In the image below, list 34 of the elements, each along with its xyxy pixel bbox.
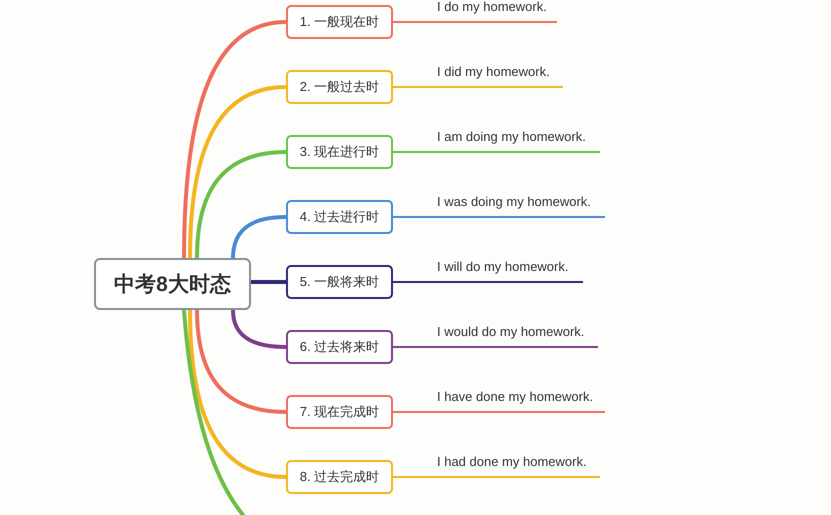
branch-line xyxy=(392,346,437,348)
example-sentence: I did my homework. xyxy=(436,64,563,88)
example-sentence: I would do my homework. xyxy=(436,324,598,348)
example-sentence: I was doing my homework. xyxy=(436,194,605,218)
central-topic-box: 中考8大时态 xyxy=(94,258,251,310)
topic-box: 7. 现在完成时 xyxy=(286,395,393,429)
example-sentence: I had done my homework. xyxy=(436,454,600,478)
topic-box: 4. 过去进行时 xyxy=(286,200,393,234)
branch-line xyxy=(182,308,245,515)
branch-line xyxy=(392,411,437,413)
branch-line xyxy=(182,20,288,260)
branch-line xyxy=(195,150,288,260)
branch-line xyxy=(231,215,288,260)
example-sentence: I will do my homework. xyxy=(436,259,583,283)
example-sentence: I have done my homework. xyxy=(436,389,605,413)
branch-line xyxy=(392,151,437,153)
branch-line xyxy=(249,280,288,284)
branch-line xyxy=(392,21,437,23)
branch-line xyxy=(392,281,437,283)
topic-box: 5. 一般将来时 xyxy=(286,265,393,299)
branch-line xyxy=(392,86,437,88)
example-sentence: I am doing my homework. xyxy=(436,129,600,153)
branch-line xyxy=(188,85,288,260)
topic-box: 8. 过去完成时 xyxy=(286,460,393,494)
branch-line xyxy=(392,476,437,478)
topic-box: 3. 现在进行时 xyxy=(286,135,393,169)
branch-line xyxy=(188,308,288,479)
example-sentence: I do my homework. xyxy=(436,0,557,23)
branch-line xyxy=(231,308,288,349)
branch-line xyxy=(195,308,288,414)
topic-box: 1. 一般现在时 xyxy=(286,5,393,39)
topic-box: 2. 一般过去时 xyxy=(286,70,393,104)
branch-line xyxy=(392,216,437,218)
topic-box: 6. 过去将来时 xyxy=(286,330,393,364)
